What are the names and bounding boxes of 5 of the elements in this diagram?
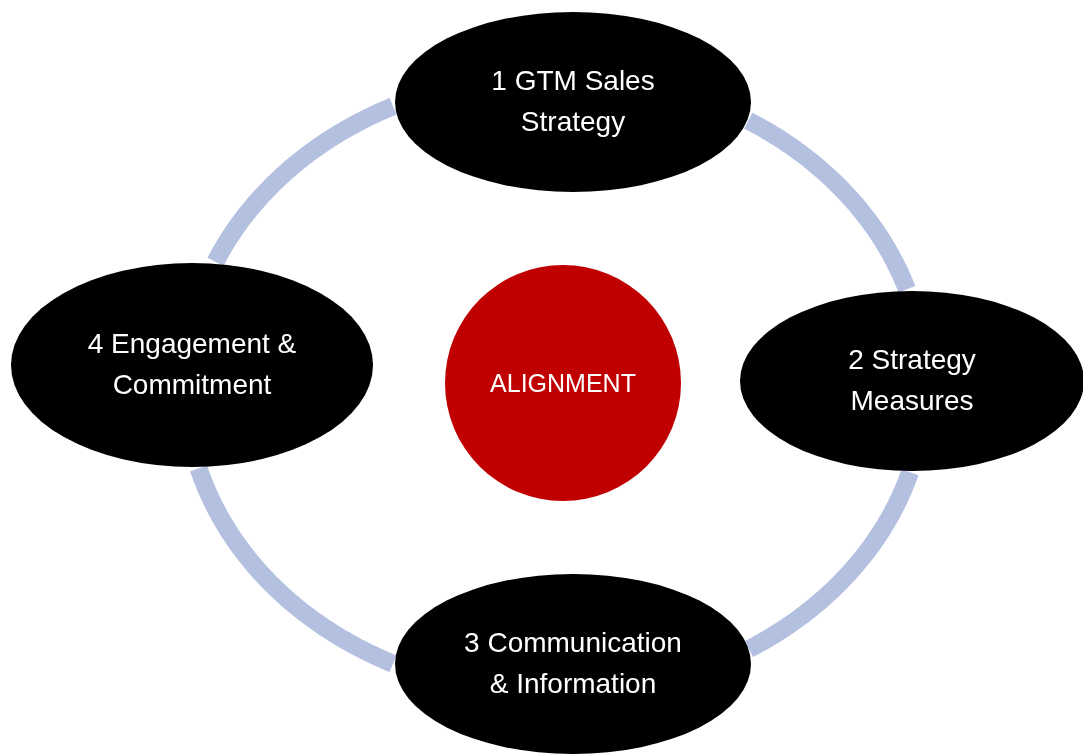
step-label: 2 Strategy Measures xyxy=(847,343,977,418)
step-label: 4 Engagement & Commitment xyxy=(86,327,298,402)
step-label: 1 GTM Sales Strategy xyxy=(490,64,656,139)
step-label: 3 Communication & Information xyxy=(463,626,683,701)
center-label: ALIGNMENT xyxy=(490,367,636,399)
